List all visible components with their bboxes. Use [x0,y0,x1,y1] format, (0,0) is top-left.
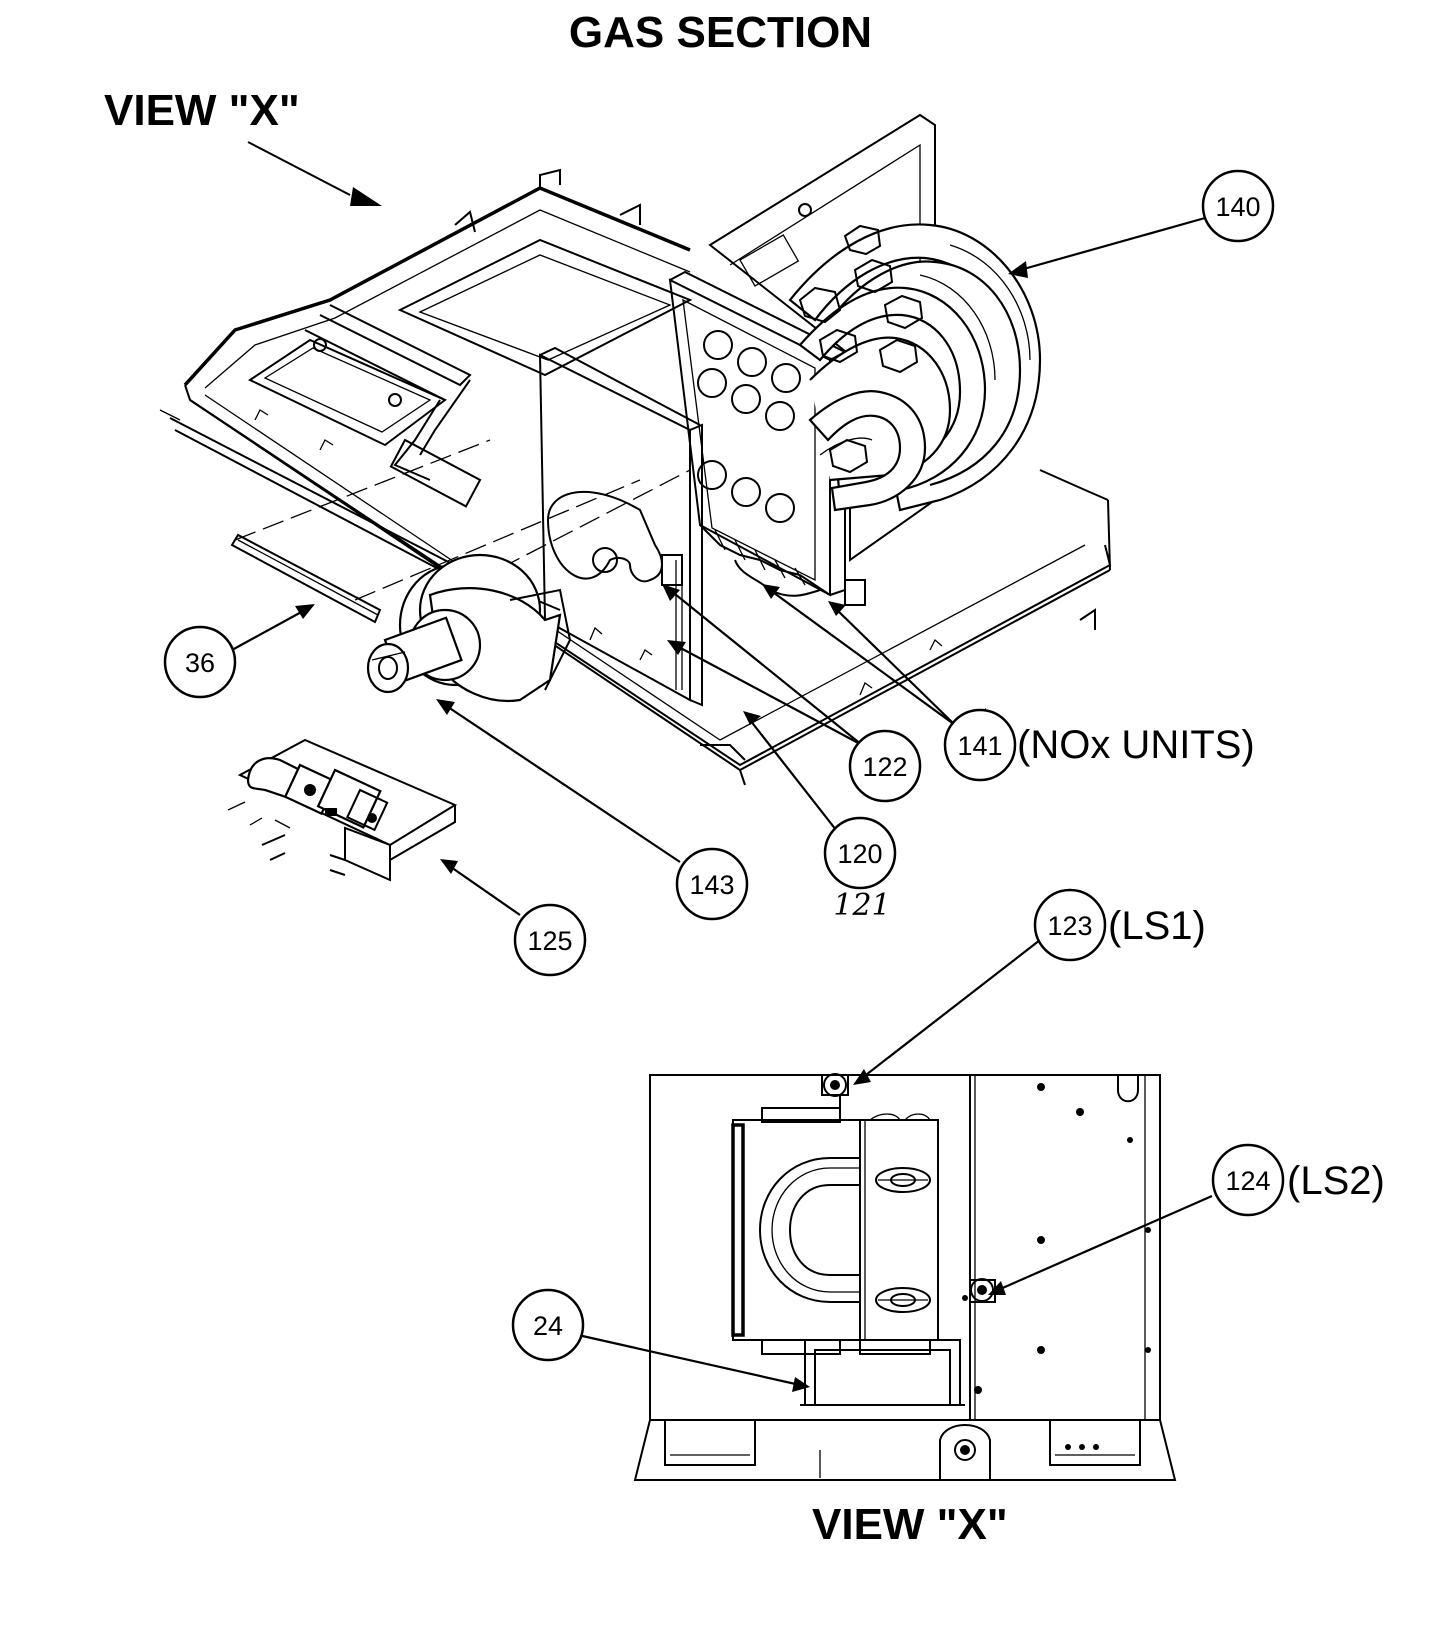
view-x-assembly [633,1073,1177,1481]
view-x-label-bottom: VIEW "X" [812,1500,1008,1549]
callout-125: 125 [513,903,587,977]
callout-36: 36 [163,625,237,699]
callout-143: 143 [675,847,749,921]
svg-text:120: 120 [837,839,882,869]
leader-lines [231,216,1213,1392]
callout-24: 24 [511,1288,585,1362]
callout-141-note: (NOx UNITS) [1017,723,1255,767]
svg-text:122: 122 [862,752,907,782]
svg-text:140: 140 [1215,192,1260,222]
view-x-label-top: VIEW "X" [104,86,300,135]
view-x-pointer-arrow [247,141,382,206]
svg-text:125: 125 [527,926,572,956]
divider-panel [538,346,703,707]
diagram-title: GAS SECTION [568,8,873,57]
callout-123-note: (LS1) [1108,904,1206,948]
callout-124: 124 (LS2) [1211,1143,1385,1217]
gas-valve-125 [227,738,458,882]
handwritten-note-121: 121 [833,888,890,923]
part-36-strip [230,533,382,624]
svg-text:123: 123 [1047,911,1092,941]
callout-123: 123 (LS1) [1033,888,1206,962]
svg-text:24: 24 [533,1311,563,1341]
heat-exchanger-tubes [788,223,1042,512]
svg-text:143: 143 [689,870,734,900]
svg-text:36: 36 [185,648,215,678]
callout-140: 140 [1201,169,1275,243]
inducer-blower-143 [366,553,572,703]
base-pan-chassis [159,168,1112,786]
callout-141: 141 (NOx UNITS) [943,708,1255,782]
burner-manifold [699,524,866,606]
svg-text:124: 124 [1225,1166,1270,1196]
callout-124-note: (LS2) [1287,1159,1385,1203]
callout-122: 122 [848,729,922,803]
svg-text:141: 141 [957,731,1002,761]
callout-120: 120 [823,816,897,890]
